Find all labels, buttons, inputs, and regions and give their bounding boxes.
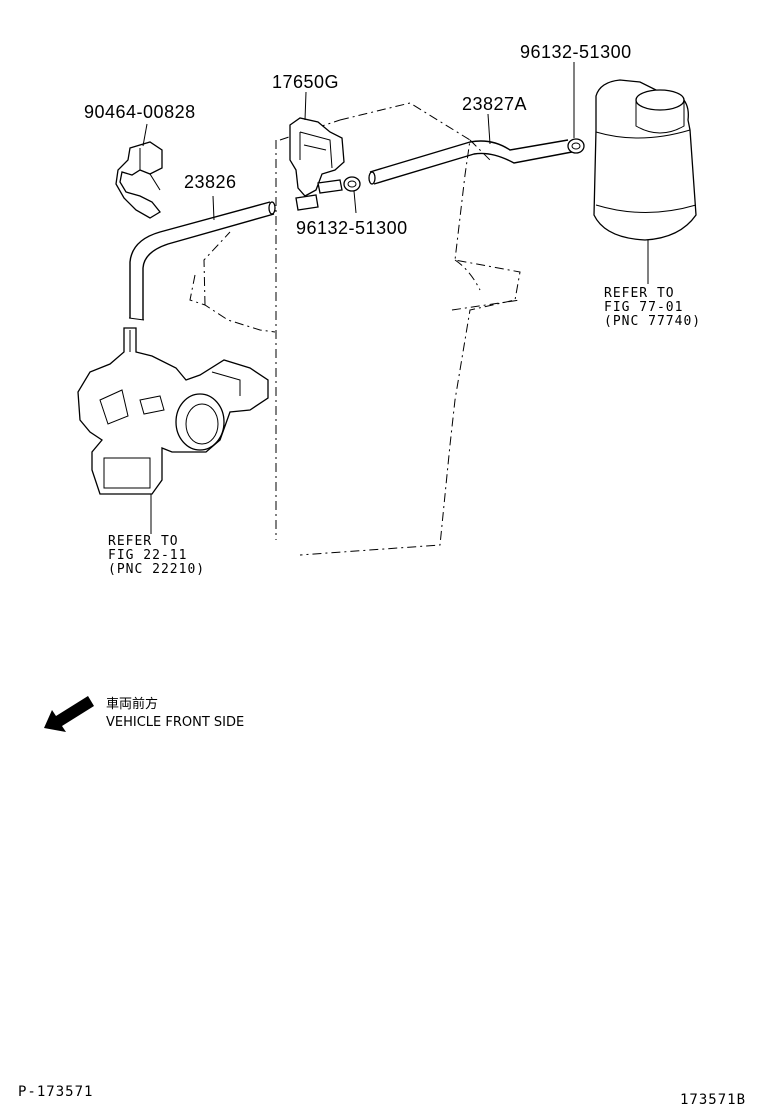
vsv-part <box>289 91 345 211</box>
clamp-upper-part <box>567 62 585 154</box>
hose-23827a <box>368 113 573 185</box>
clamp-lower-part <box>343 176 361 214</box>
part-number-hose-23826: 23826 <box>184 172 237 192</box>
throttle-ref-line3: (PNC 22210) <box>108 562 205 577</box>
footer-left-code: P-173571 <box>18 1084 93 1100</box>
throttle-ref-line2: FIG 22-11 <box>108 548 187 563</box>
arrow-down-left-icon <box>44 696 94 732</box>
canister-ref-line2: FIG 77-01 <box>604 300 683 315</box>
grommet-part <box>115 123 163 219</box>
part-number-hose-23827a: 23827A <box>462 94 527 114</box>
vehicle-front-japanese: 車両前方 <box>106 696 158 712</box>
hose-23826 <box>128 195 276 321</box>
part-number-clamp-lower: 96132-51300 <box>296 218 408 238</box>
part-number-vsv: 17650G <box>272 72 339 92</box>
vehicle-front-english: VEHICLE FRONT SIDE <box>106 715 244 730</box>
throttle-ref-line1: REFER TO <box>108 534 179 549</box>
throttle-body-part <box>77 327 269 534</box>
engine-outline <box>189 102 521 556</box>
part-number-grommet: 90464-00828 <box>84 102 196 122</box>
canister-part <box>593 79 697 284</box>
canister-reference: REFER TO FIG 77-01 (PNC 77740) <box>604 286 701 329</box>
footer-right-code: 173571B <box>680 1092 746 1108</box>
vehicle-front-indicator: 車両前方 VEHICLE FRONT SIDE <box>44 696 244 732</box>
part-number-clamp-upper: 96132-51300 <box>520 42 632 62</box>
throttle-reference: REFER TO FIG 22-11 (PNC 22210) <box>108 534 205 577</box>
canister-ref-line1: REFER TO <box>604 286 675 301</box>
canister-ref-line3: (PNC 77740) <box>604 314 701 329</box>
